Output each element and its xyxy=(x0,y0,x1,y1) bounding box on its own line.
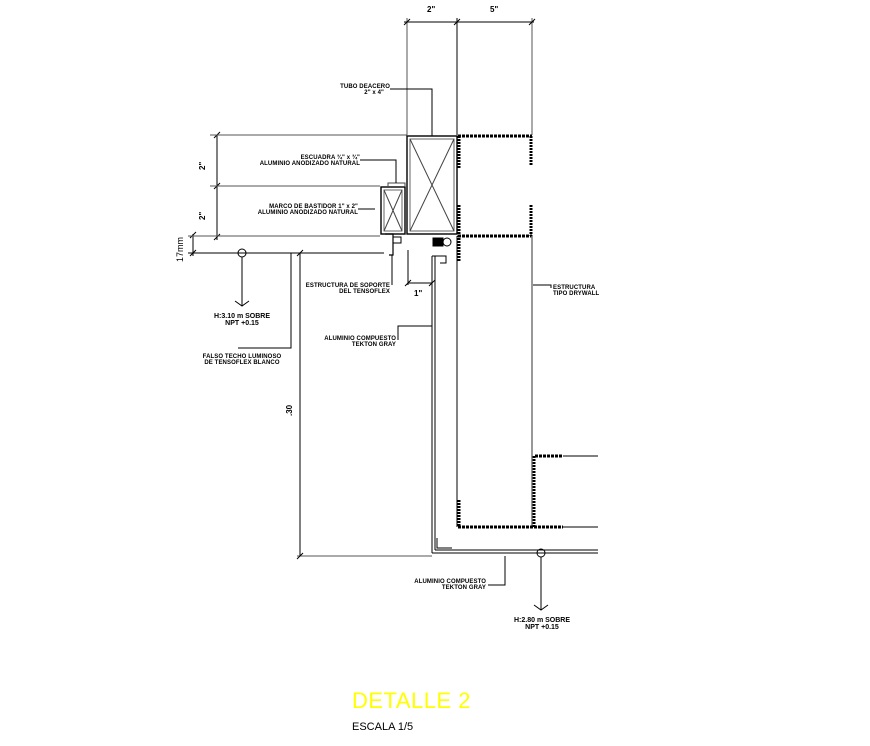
dim-top-right: 5" xyxy=(490,5,499,14)
dim-left-upper: 2" xyxy=(198,161,207,170)
dim-17mm: 17mm xyxy=(175,236,185,262)
drywall-verticals xyxy=(456,236,598,529)
dim-top-left: 2" xyxy=(427,5,436,14)
label-marco-bastidor: MARCO DE BASTIDOR 1" x 2" ALUMINIO ANODI… xyxy=(257,204,358,217)
left-dimension xyxy=(188,131,407,257)
steel-tube xyxy=(406,135,458,235)
top-dimension xyxy=(403,18,536,135)
label-nivel-inferior: H:2.80 m SOBRE NPT +0.15 xyxy=(513,617,571,632)
label-tubo-acero: TUBO DEACERO 2" x 4" xyxy=(340,84,390,97)
label-falso-techo: FALSO TECHO LUMINOSO DE TENSOFLEX BLANCO xyxy=(202,354,282,367)
dim-vertical-30: .30 xyxy=(285,404,294,416)
label-aluminio-compuesto-2: ALUMINIO COMPUESTO TEKTON GRAY xyxy=(414,579,486,592)
label-nivel-superior: H:3.10 m SOBRE NPT +0.15 xyxy=(213,313,271,328)
detail-title: DETALLE 2 xyxy=(352,688,472,713)
drywall-upper xyxy=(457,134,533,262)
aluminum-cladding xyxy=(431,237,598,554)
label-escuadra: ESCUADRA ¾" x ¾" ALUMINIO ANODIZADO NATU… xyxy=(259,155,360,168)
dim-1-inch: 1" xyxy=(414,289,423,298)
scale-label: ESCALA 1/5 xyxy=(352,721,414,733)
label-estructura-soporte: ESTRUCTURA DE SOPORTE DEL TENSOFLEX xyxy=(305,283,390,296)
frame-bastidor xyxy=(380,182,406,256)
label-estructura-drywall: ESTRUCTURA TIPO DRYWALL xyxy=(553,285,600,298)
tensoflex-ceiling xyxy=(234,248,436,560)
dim-left-lower: 2" xyxy=(198,211,207,220)
label-aluminio-compuesto-1: ALUMINIO COMPUESTO TEKTON GRAY xyxy=(324,336,396,349)
leader-lines xyxy=(358,88,552,611)
